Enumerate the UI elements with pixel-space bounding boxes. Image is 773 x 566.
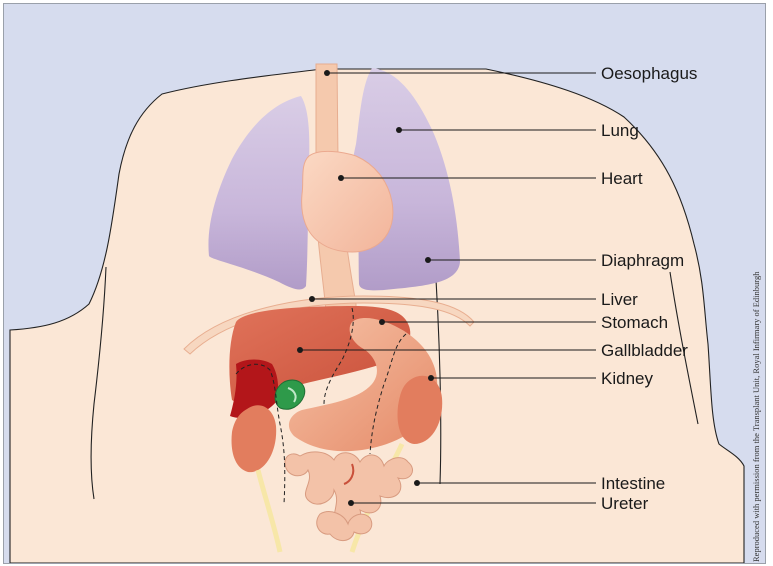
label-liver: Liver <box>601 290 638 309</box>
label-lung: Lung <box>601 121 639 140</box>
label-stomach: Stomach <box>601 313 668 332</box>
gallbladder-dot <box>297 347 303 353</box>
liver-dot <box>309 296 315 302</box>
anatomy-diagram: Oesophagus Lung Heart Diaphragm Liver St… <box>4 4 765 563</box>
lung-dot <box>396 127 402 133</box>
label-kidney: Kidney <box>601 369 653 388</box>
oesophagus-dot <box>324 70 330 76</box>
intestine-dot <box>414 480 420 486</box>
diaphragm-dot <box>425 257 431 263</box>
label-heart: Heart <box>601 169 643 188</box>
label-oesophagus: Oesophagus <box>601 64 697 83</box>
kidney-dot <box>428 375 434 381</box>
label-ureter: Ureter <box>601 494 649 513</box>
label-diaphragm: Diaphragm <box>601 251 684 270</box>
label-intestine: Intestine <box>601 474 665 493</box>
image-credit: Reproduced with permission from the Tran… <box>751 271 761 562</box>
label-gallbladder: Gallbladder <box>601 341 688 360</box>
diagram-frame: Oesophagus Lung Heart Diaphragm Liver St… <box>3 3 766 564</box>
stomach-dot <box>379 319 385 325</box>
heart-dot <box>338 175 344 181</box>
ureter-dot <box>348 500 354 506</box>
